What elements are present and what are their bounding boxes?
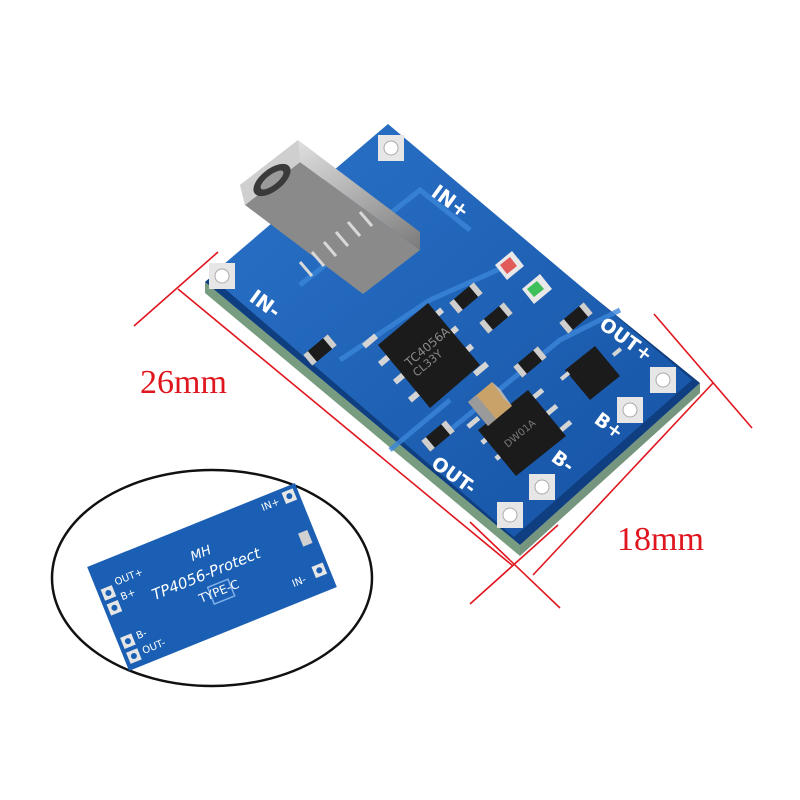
solder-pads bbox=[209, 135, 676, 528]
chip-tc4056a: TC4056A CL33Y bbox=[361, 303, 490, 408]
chip-dw01a: DW01A bbox=[466, 387, 573, 476]
capacitor bbox=[468, 382, 512, 426]
pcb-back bbox=[87, 483, 337, 671]
pcb-front: TC4056A CL33Y DW01A bbox=[205, 124, 700, 556]
back-label-b-plus: B+ bbox=[119, 587, 137, 603]
back-label-in-minus: IN- bbox=[291, 574, 308, 590]
dimension-width-label: 18mm bbox=[617, 521, 704, 558]
back-label-b-minus: B- bbox=[135, 628, 149, 642]
dimension-lines bbox=[133, 251, 753, 609]
usb-type-c-connector bbox=[240, 140, 420, 294]
resistors bbox=[303, 282, 593, 452]
dimension-length-label: 26mm bbox=[140, 364, 227, 401]
led-indicators bbox=[495, 251, 552, 304]
back-view-inset: OUT+ B+ B- OUT- IN+ IN- MH TP4056-Protec… bbox=[50, 468, 374, 688]
back-label-brand: MH bbox=[189, 543, 214, 565]
chip-mosfet bbox=[559, 346, 623, 400]
